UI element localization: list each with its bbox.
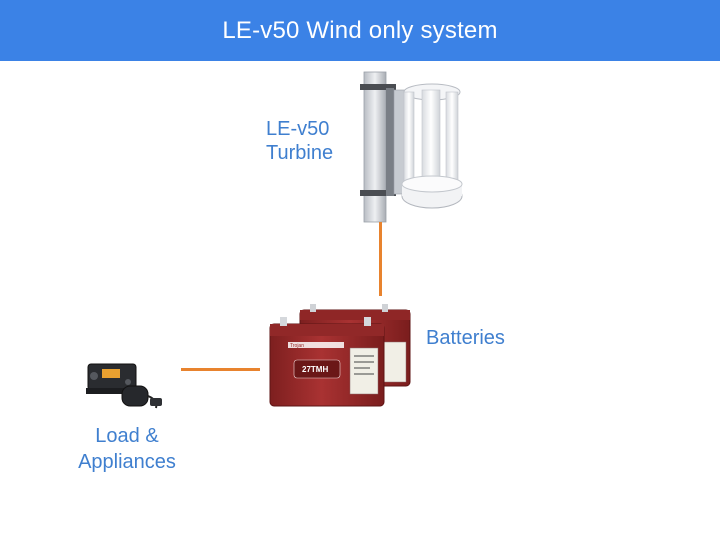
battery-load-wire <box>181 368 260 371</box>
marine-radio-icon <box>84 360 168 410</box>
battery-brand-text: Trojan <box>290 343 304 349</box>
load-label-line1: Load & <box>62 423 192 449</box>
battery-model-text: 27TMH <box>302 365 328 374</box>
title-bar: LE-v50 Wind only system <box>0 0 720 61</box>
load-label: Load & Appliances <box>62 423 192 475</box>
turbine-battery-wire <box>379 222 382 296</box>
battery-bank-icon: Trojan 27TMH <box>266 302 414 410</box>
turbine-label-line2: Turbine <box>266 141 333 165</box>
turbine-label-line1: LE-v50 <box>266 117 333 141</box>
load-label-line2: Appliances <box>62 449 192 475</box>
batteries-label: Batteries <box>426 326 505 350</box>
page-title: LE-v50 Wind only system <box>222 17 497 45</box>
turbine-label: LE-v50 Turbine <box>266 117 333 165</box>
vertical-axis-wind-turbine-icon <box>360 72 464 224</box>
